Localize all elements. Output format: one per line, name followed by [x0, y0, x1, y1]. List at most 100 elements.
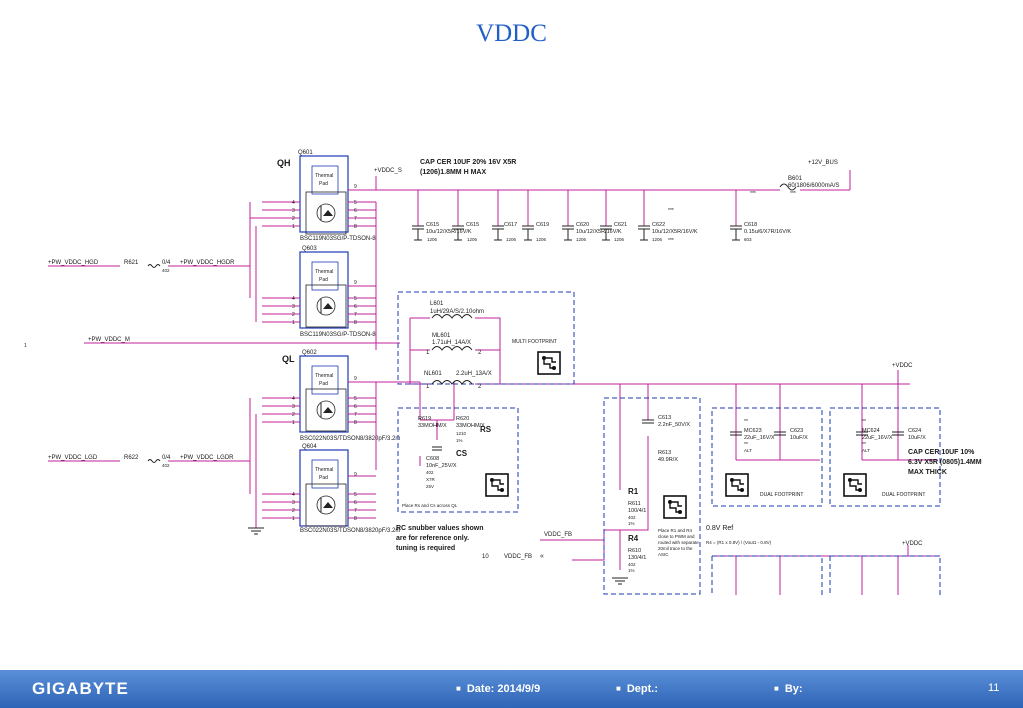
mc624-alt: ALT	[862, 448, 870, 453]
mc623-alt: ALT	[744, 448, 752, 453]
svg-text:1206: 1206	[614, 237, 625, 242]
svg-text:10u/12/X5R/16V/K: 10u/12/X5R/16V/K	[576, 229, 622, 235]
label-r613: R613	[658, 450, 671, 456]
label-b601: B601	[788, 176, 803, 182]
label-r611: R611	[628, 501, 641, 507]
footer-date-text: Date: 2014/9/9	[466, 683, 541, 695]
mc623-stars: **	[744, 419, 748, 425]
stars-2: ***	[750, 191, 756, 197]
mc623-stars-2: **	[744, 442, 748, 448]
label-c608: C608	[426, 456, 439, 462]
svg-text:4: 4	[292, 396, 295, 402]
label-b601-val: 60/1806/6000mA/S	[788, 183, 839, 189]
svg-text:8: 8	[354, 224, 357, 230]
label-12v-bus: +12V_BUS	[808, 160, 838, 166]
stars-4: ***	[668, 238, 674, 244]
footer-by-text: By:	[784, 683, 803, 695]
svg-text:Thermal: Thermal	[315, 269, 333, 275]
stars-3: ***	[668, 208, 674, 214]
mosfet-q603: Thermal Pad Q603 BSC119N03SG/P-TDSON-8	[299, 246, 376, 338]
svg-text:1206: 1206	[427, 237, 438, 242]
svg-text:Pad: Pad	[319, 475, 328, 481]
inductor-nl601	[431, 380, 473, 385]
svg-text:9: 9	[354, 376, 357, 382]
label-r613-val: 49.9R/X	[658, 457, 678, 463]
ground-symbol	[248, 527, 264, 535]
svg-text:Thermal: Thermal	[315, 373, 333, 379]
offpage-arrow: «	[540, 553, 544, 560]
svg-text:10u/12/X5R/16V/K: 10u/12/X5R/16V/K	[426, 229, 472, 235]
svg-text:9: 9	[354, 472, 357, 478]
bullet-icon: ■	[456, 684, 461, 693]
svg-text:2: 2	[292, 312, 295, 318]
svg-text:7: 7	[354, 412, 357, 418]
ml601-pin2: 2	[478, 350, 482, 356]
inductor-l601	[431, 314, 473, 319]
cap-note-4: 6.3V X5R (0805)1.4MM	[908, 459, 982, 466]
svg-text:0.15u/6/X7R/16V/K: 0.15u/6/X7R/16V/K	[744, 229, 791, 235]
label-c608-pkg: 402	[426, 470, 434, 475]
schematic-diagram: Thermal Pad Q601 BSC119N03SG/P-TDSON-8 Q…	[24, 150, 982, 595]
svg-text:3: 3	[292, 500, 295, 506]
svg-text:2: 2	[292, 216, 295, 222]
label-c623: C623	[790, 428, 803, 434]
svg-text:4: 4	[292, 492, 295, 498]
footer-bar: GIGABYTE ■Date: 2014/9/9 ■Dept.: ■By: 11	[0, 670, 1023, 708]
net-m: +PW_VDDC_M	[88, 337, 130, 343]
footer-by: ■By:	[774, 683, 803, 695]
svg-text:8: 8	[354, 516, 357, 522]
net-lgd: +PW_VDDC_LGD	[48, 455, 98, 461]
company-logo: GIGABYTE	[32, 679, 129, 698]
svg-text:10u/12/X5R/16V/K: 10u/12/X5R/16V/K	[652, 229, 698, 235]
label-l601-val: 1uH/29A/S/2.10ohm	[430, 309, 484, 315]
svg-text:5: 5	[354, 200, 357, 206]
mosfet-q604: Thermal Pad Q604 BSC022N03S/TDSON8/3820p…	[299, 444, 400, 534]
label-r610-val: 130/4/1	[628, 555, 646, 561]
label-l601: L601	[430, 301, 444, 307]
svg-text:5: 5	[354, 296, 357, 302]
mc624-stars-2: **	[862, 442, 866, 448]
svg-text:7: 7	[354, 216, 357, 222]
svg-text:1206: 1206	[576, 237, 587, 242]
ml601-pin1: 1	[426, 350, 430, 356]
label-mc624-val: 22uF_16V/X	[862, 435, 893, 441]
svg-text:C620: C620	[576, 222, 589, 228]
footer-dept-text: Dept.:	[626, 683, 659, 695]
r621-val: 0/4	[162, 260, 171, 266]
label-dual-fp-1: DUAL FOOTPRINT	[760, 492, 803, 498]
svg-text:4: 4	[292, 200, 295, 206]
svg-text:BSC022N03S/TDSON8/3820pF/3.2m: BSC022N03S/TDSON8/3820pF/3.2m	[300, 436, 400, 442]
svg-text:Thermal: Thermal	[315, 467, 333, 473]
svg-text:8: 8	[354, 320, 357, 326]
marker-one: 1	[24, 343, 27, 349]
label-dual-fp-2: DUAL FOOTPRINT	[882, 492, 925, 498]
svg-text:C615: C615	[426, 222, 439, 228]
footer-dept: ■Dept.:	[616, 683, 658, 695]
footer-date: ■ Date: 2014/9/9	[456, 683, 540, 695]
net-vddc-fb-2: VDDC_FB	[504, 554, 532, 560]
label-mc624: MC624	[862, 428, 880, 434]
svg-text:C615: C615	[466, 222, 479, 228]
resistor-r621	[147, 264, 161, 268]
svg-text:7: 7	[354, 508, 357, 514]
label-r619: R619	[418, 416, 431, 422]
net-hgdr: +PW_VDDC_HGDR	[180, 260, 235, 266]
label-r1: R1	[628, 487, 639, 496]
label-ref08: 0.8V Ref	[706, 525, 733, 532]
net-wires	[48, 170, 940, 595]
feedback-box	[603, 397, 701, 595]
snubber-footprint-icon	[485, 473, 509, 497]
svg-text:6: 6	[354, 304, 357, 310]
label-nl601-val: 2.2uH_13A/X	[456, 371, 492, 377]
svg-text:1: 1	[292, 516, 295, 522]
label-c624: C624	[908, 428, 921, 434]
svg-text:1206: 1206	[536, 237, 547, 242]
output-caps	[730, 431, 904, 436]
cap-note-3: CAP CER 10UF 10%	[908, 449, 975, 456]
snubber-box	[397, 407, 519, 513]
snubber-note-1: RC snubber values shown	[396, 525, 484, 532]
svg-text:1: 1	[292, 420, 295, 426]
slide-title: VDDC	[476, 20, 547, 47]
svg-text:1: 1	[292, 224, 295, 230]
